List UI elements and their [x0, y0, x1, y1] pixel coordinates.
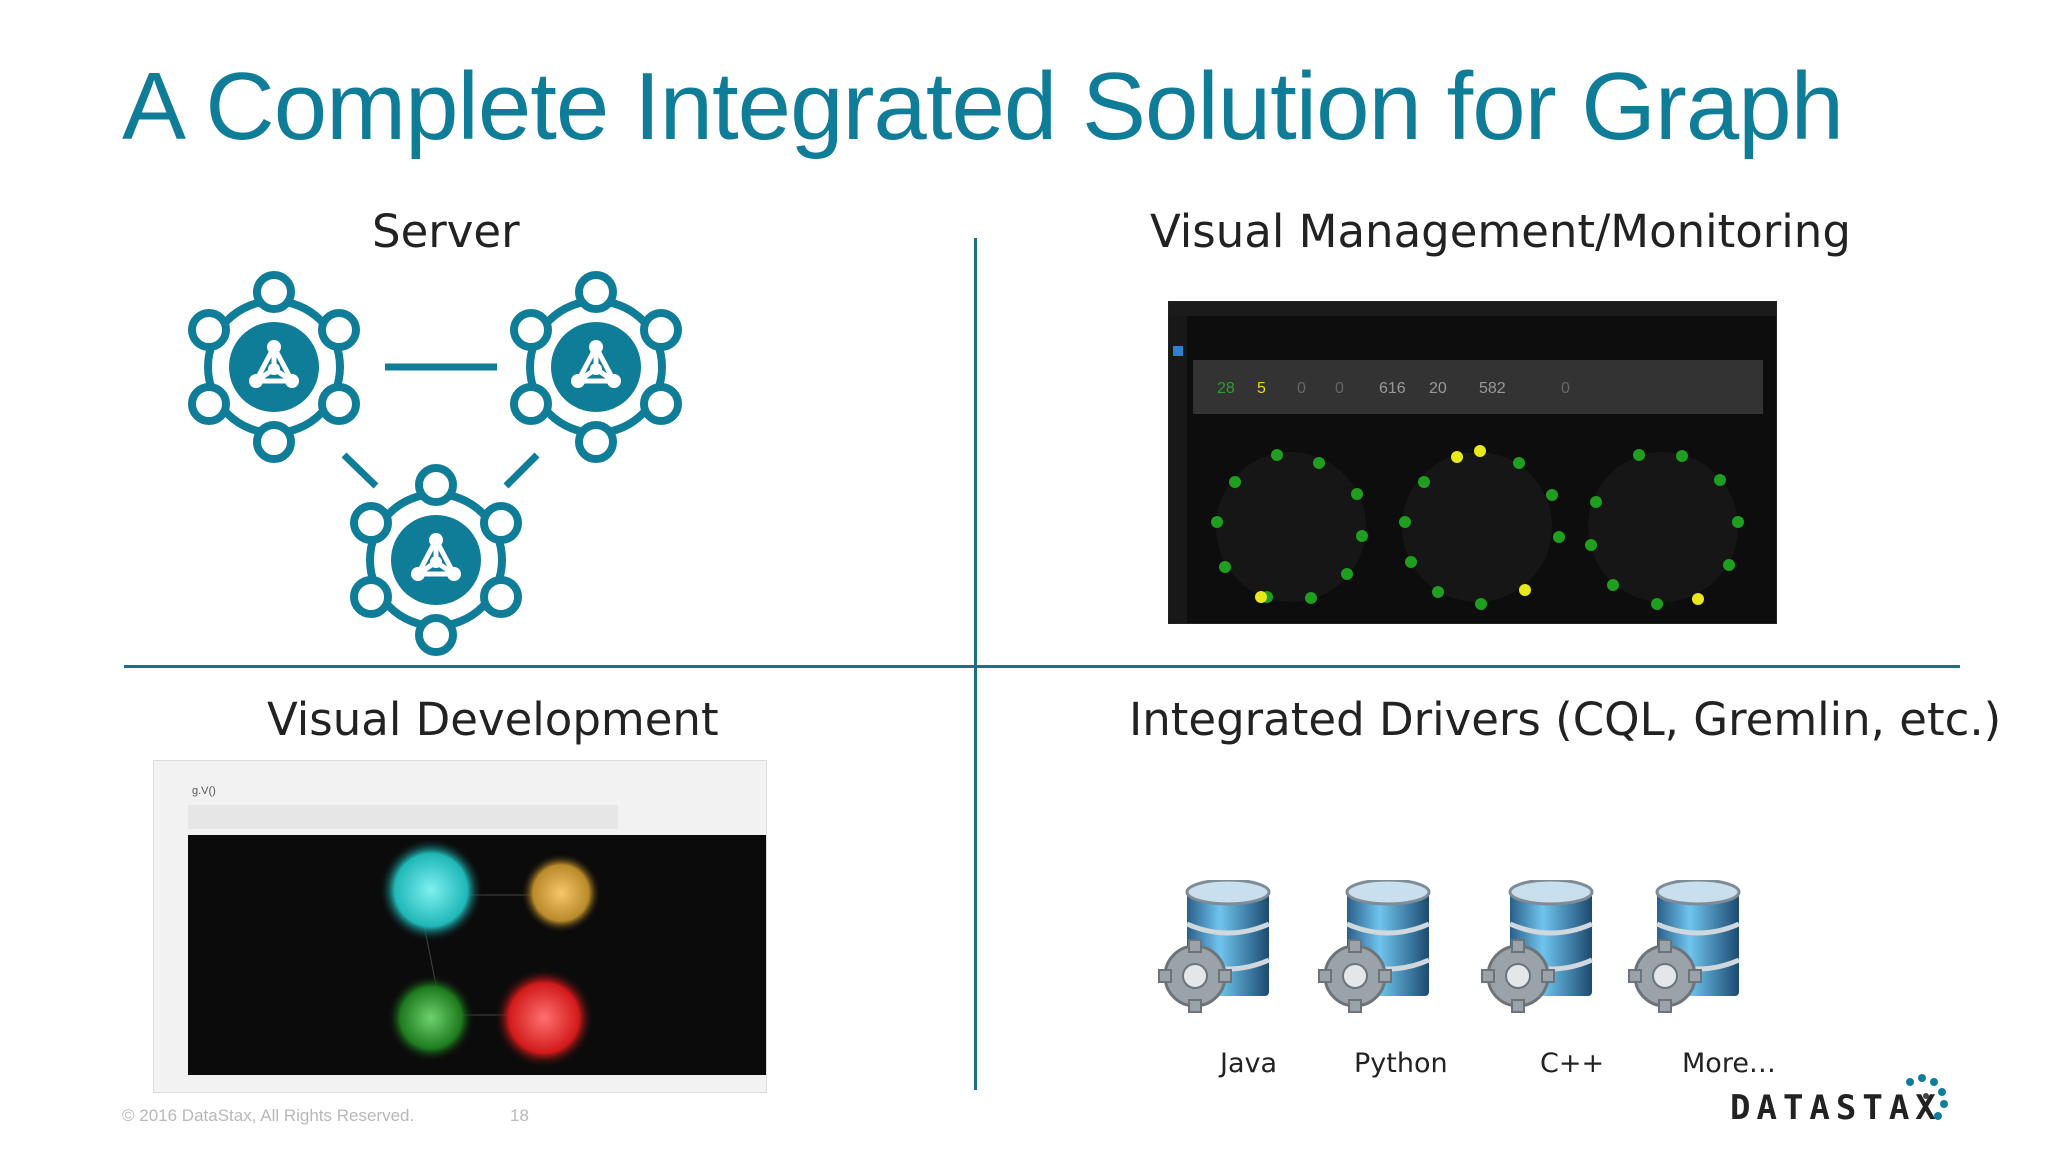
driver-label-cpp: C++ — [1540, 1048, 1605, 1079]
footer-copyright: © 2016 DataStax, All Rights Reserved. — [122, 1106, 415, 1125]
graph-cluster-orange — [521, 853, 601, 933]
ring-datacenter-3 — [1585, 449, 1744, 610]
monitor-stats-bar: 28 5 0 0 616 20 582 0 — [1193, 360, 1763, 414]
datastax-logo: DATASTAX — [1730, 1088, 1942, 1128]
python-driver-icon — [1319, 880, 1429, 1012]
datastax-logo-icon — [1906, 1074, 1948, 1120]
slide-title: A Complete Integrated Solution for Graph — [122, 53, 1844, 160]
graph-cluster-red — [494, 968, 594, 1068]
graph-canvas — [188, 835, 766, 1075]
server-node-icon — [192, 275, 356, 459]
graph-cluster-cyan — [379, 838, 483, 942]
vertical-divider — [974, 238, 977, 1090]
ring-datacenter-2 — [1399, 445, 1565, 610]
driver-label-python: Python — [1354, 1048, 1448, 1079]
driver-icons — [1155, 880, 1795, 1020]
monitor-nav-icon — [1173, 346, 1183, 356]
stat-value: 20 — [1429, 380, 1447, 397]
stat-value: 5 — [1257, 380, 1266, 397]
driver-label-more: More… — [1682, 1048, 1776, 1079]
ring-datacenter-1 — [1211, 449, 1368, 604]
driver-label-java: Java — [1220, 1048, 1278, 1079]
cpp-driver-icon — [1482, 880, 1592, 1012]
horizontal-divider — [124, 665, 1960, 668]
graph-clusters — [379, 838, 601, 1068]
monitor-sidebar — [1169, 316, 1187, 623]
development-screenshot: g.V() — [153, 760, 767, 1093]
stat-value: 0 — [1335, 380, 1344, 397]
query-text: g.V() — [192, 785, 216, 797]
server-heading: Server — [372, 205, 520, 258]
page-number: 18 — [510, 1106, 529, 1125]
more-driver-icon — [1629, 880, 1739, 1012]
server-cluster-illustration — [170, 262, 710, 662]
java-driver-icon — [1159, 880, 1269, 1012]
datacenter-rings — [1211, 445, 1744, 610]
dev-toolbar — [188, 805, 618, 829]
stat-value: 582 — [1479, 380, 1506, 397]
monitor-topbar — [1169, 302, 1776, 316]
stat-value: 28 — [1217, 380, 1235, 397]
drivers-heading: Integrated Drivers (CQL, Gremlin, etc.) — [1129, 693, 2002, 746]
server-node-icon — [514, 275, 678, 459]
development-heading: Visual Development — [267, 693, 719, 746]
stat-value: 0 — [1561, 380, 1570, 397]
server-node-icon — [354, 468, 518, 652]
stat-value: 616 — [1379, 380, 1406, 397]
graph-cluster-green — [387, 974, 475, 1062]
monitoring-screenshot: 28 5 0 0 616 20 582 0 — [1168, 301, 1777, 624]
monitoring-heading: Visual Management/Monitoring — [1150, 205, 1851, 258]
stat-value: 0 — [1297, 380, 1306, 397]
